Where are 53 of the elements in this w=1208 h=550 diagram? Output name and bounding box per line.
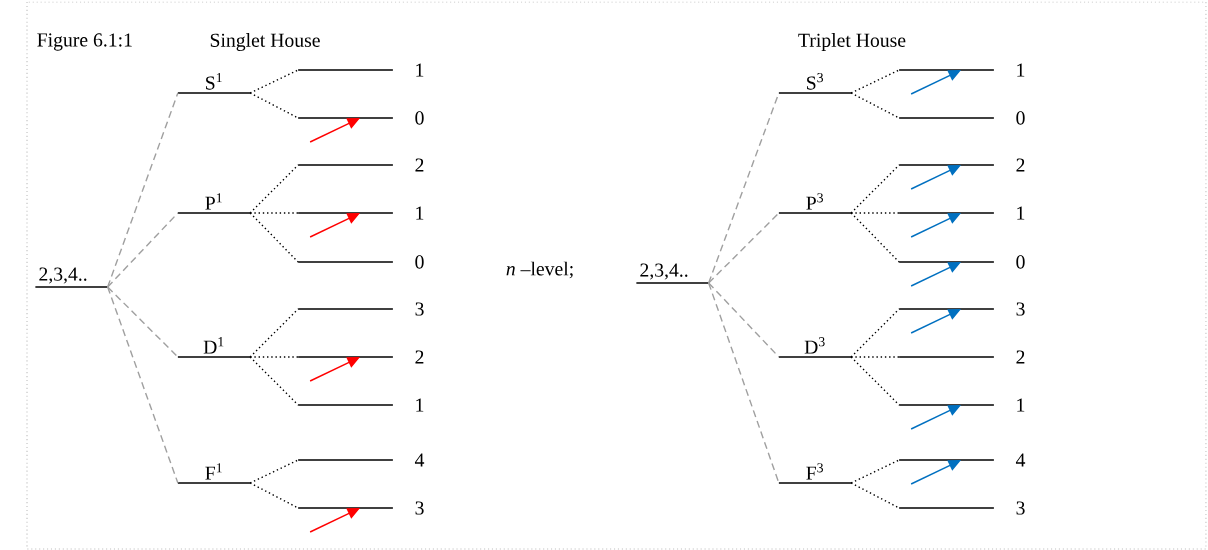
connector-line (106, 212, 179, 288)
term-level: F$^{1}$ (177, 463, 251, 484)
sublevel-line: 2 (898, 350, 1025, 364)
connector-line (850, 212, 900, 214)
level-line: 2,3,4.. (34, 267, 109, 288)
connector-line (249, 482, 299, 509)
sublevel-line: 2 (297, 350, 424, 364)
sublevel-line: 1 (297, 63, 424, 77)
sublevel-line: 1 (297, 206, 424, 220)
connector-line (707, 282, 780, 358)
term-level: P$^{3}$ (778, 193, 852, 214)
connector-line (249, 92, 299, 119)
connector-line (106, 92, 179, 288)
sublevel-line: 0 (297, 111, 424, 125)
sublevel-line: 3 (297, 501, 424, 515)
sublevel-line: 2 (297, 158, 424, 172)
connector-line (249, 356, 299, 358)
term-level: D$^{1}$ (177, 337, 251, 358)
sublevel-line: 4 (297, 453, 425, 467)
heading-label: Singlet House (210, 33, 320, 51)
connector-line (249, 356, 299, 406)
connector-line (249, 212, 299, 214)
sublevel-line: 0 (898, 255, 1025, 269)
sublevel-line: 2 (898, 158, 1025, 172)
sublevel-line: 4 (898, 453, 1026, 467)
connector-line (850, 356, 900, 358)
term-level: D$^{3}$ (778, 337, 852, 358)
term-level: P$^{1}$ (177, 193, 251, 214)
connector-line (106, 286, 179, 484)
sublevel-line: 3 (297, 302, 424, 316)
heading-label: Triplet House (798, 33, 906, 51)
connector-line (850, 482, 900, 509)
connector-line (707, 282, 780, 484)
sublevel-line: 1 (898, 206, 1025, 220)
sublevel-line: 1 (297, 398, 424, 412)
term-level: S$^{1}$ (177, 72, 251, 94)
term-level: S$^{3}$ (778, 72, 852, 94)
connector-line (850, 92, 900, 119)
heading-label: n –level; (506, 261, 573, 279)
figure-title: Figure 6.1:1 (37, 33, 132, 51)
connector-line (106, 286, 179, 358)
sublevel-line: 0 (297, 255, 424, 269)
sublevel-line: 0 (898, 111, 1025, 125)
connector-line (707, 212, 780, 284)
sublevel-line: 3 (898, 302, 1025, 316)
sublevel-line: 1 (898, 398, 1025, 412)
term-level: F$^{3}$ (778, 463, 852, 484)
sublevel-line: 1 (898, 63, 1025, 77)
connector-line (249, 212, 299, 263)
connector-line (850, 356, 900, 406)
level-line: 2,3,4.. (635, 263, 710, 284)
sublevel-line: 3 (898, 501, 1025, 515)
connector-line (850, 212, 900, 263)
